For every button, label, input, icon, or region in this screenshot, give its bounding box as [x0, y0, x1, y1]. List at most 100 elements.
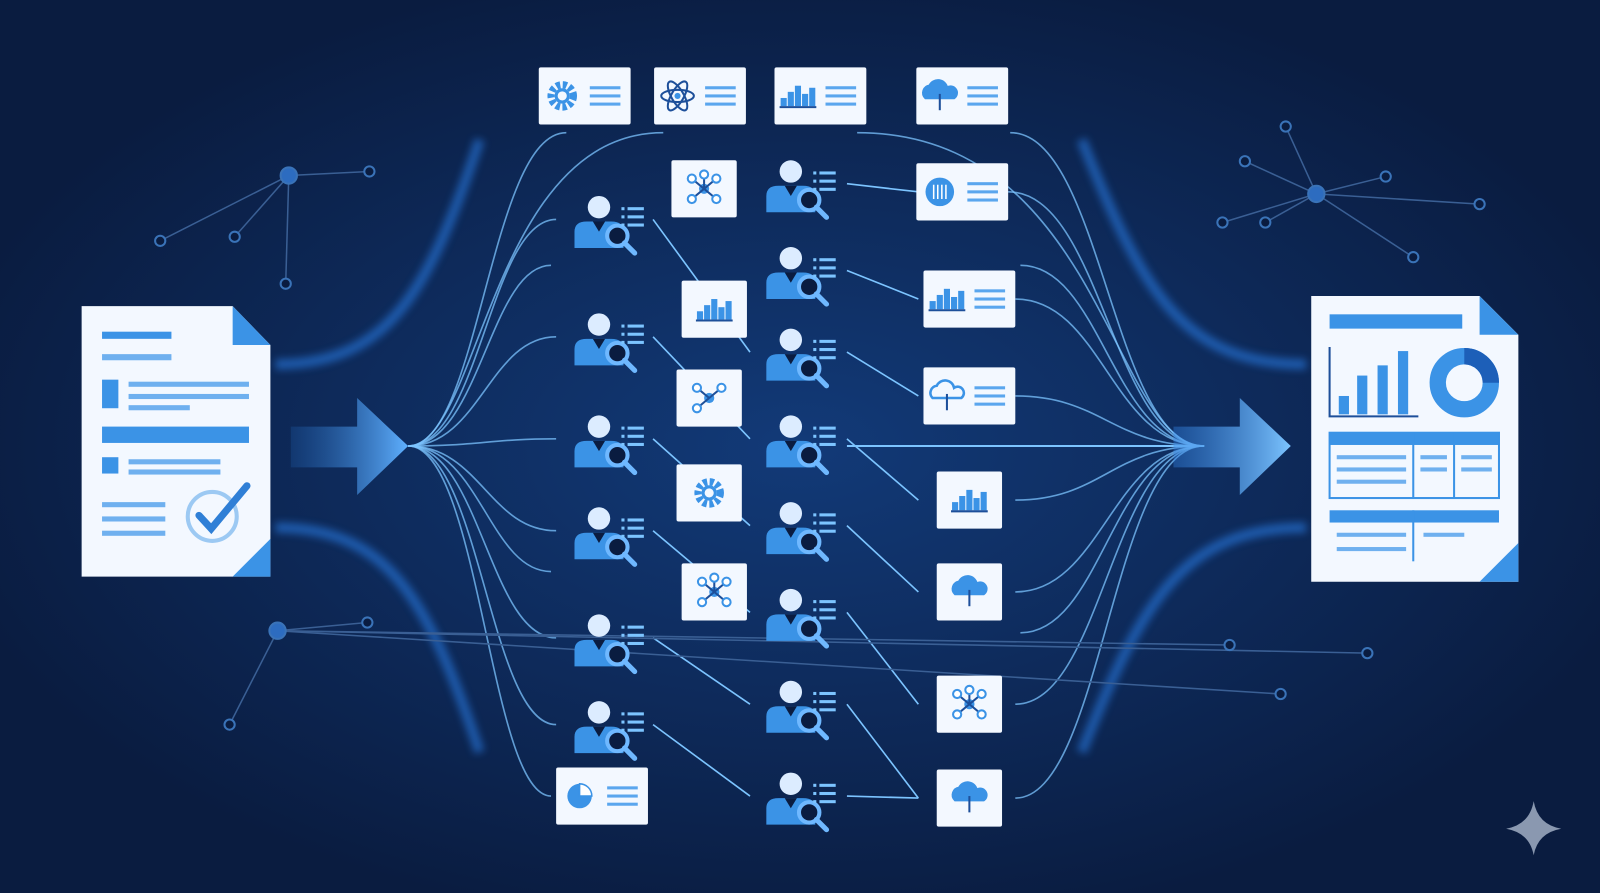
sparkle-icon [1506, 801, 1562, 856]
network-icon [686, 169, 722, 205]
network-node-icon [1379, 170, 1392, 183]
flow-line [857, 131, 1205, 447]
molecule-icon [691, 382, 727, 414]
glow-curve [1076, 137, 1307, 370]
person-search-icon [766, 246, 836, 307]
connector-arrow [846, 611, 920, 705]
buildings-icon [928, 288, 966, 312]
connector-arrow [846, 795, 919, 799]
flow-line [408, 264, 552, 447]
network-node-icon [361, 616, 374, 629]
task-card [916, 163, 1009, 221]
network-node-icon [1407, 251, 1420, 264]
glow-curve [1076, 522, 1307, 755]
connector-arrow [846, 438, 919, 501]
task-card [681, 563, 747, 621]
network-node-icon [1238, 155, 1252, 168]
output-report [1311, 295, 1519, 582]
task-card [936, 471, 1003, 529]
glow-curve [275, 138, 485, 370]
person-search-icon [574, 313, 644, 374]
buildings-icon [779, 85, 817, 109]
buildings-icon [951, 489, 988, 513]
connector-arrow [846, 524, 919, 593]
cloud-network-icon [922, 79, 959, 111]
flow-line [1020, 264, 1205, 447]
task-card [774, 67, 867, 125]
network-node-icon [1361, 647, 1374, 660]
network-node-icon [1274, 687, 1287, 701]
network-node-icon [279, 277, 292, 290]
task-card [654, 67, 746, 125]
flow-line [408, 218, 557, 447]
person-search-icon [766, 328, 836, 389]
data-table [1328, 431, 1500, 562]
flow-line [408, 445, 557, 639]
task-card [923, 270, 1016, 328]
cloud-network-icon [951, 781, 988, 813]
network-node-icon [1223, 638, 1236, 652]
person-search-icon [766, 588, 836, 649]
flow-line [1015, 395, 1205, 447]
bar-chart-icon [1328, 346, 1419, 418]
person-search-icon [766, 415, 836, 476]
network-node-icon [1279, 120, 1292, 133]
flow-line [1015, 445, 1205, 706]
connector-arrow [846, 182, 919, 193]
person-search-icon [766, 680, 836, 741]
person-search-icon [766, 772, 836, 833]
flow-lines [275, 131, 1307, 799]
bar-chart-icon [695, 299, 733, 322]
network-node-icon [1216, 216, 1229, 229]
network-node-icon [228, 230, 241, 243]
cloud-download-icon [929, 379, 966, 411]
flow-line [408, 445, 552, 797]
task-card [556, 767, 648, 825]
flow-line [1015, 298, 1205, 447]
person-search-icon [574, 701, 644, 761]
task-card [916, 67, 1009, 125]
network-node-icon [1259, 216, 1272, 229]
flow-line [1015, 445, 1205, 799]
donut-chart-icon [1429, 348, 1499, 418]
flow-line [408, 131, 664, 447]
task-card [936, 769, 1003, 827]
flow-line [408, 445, 557, 726]
input-arrow-icon [290, 398, 409, 495]
person-search-icon [574, 415, 644, 476]
network-node-icon [279, 166, 298, 185]
flow-line [1020, 445, 1205, 634]
network-node-icon [154, 234, 167, 247]
person-search-icon [574, 614, 644, 675]
pie-chart-icon [567, 783, 593, 809]
input-document [81, 306, 271, 577]
glow-curve [275, 522, 485, 754]
task-card [923, 367, 1016, 425]
network-node-icon [1473, 197, 1486, 211]
person-search-icon [766, 160, 836, 220]
hub-icon [952, 684, 987, 720]
chip-icon [925, 177, 955, 207]
flow-line [408, 335, 557, 447]
output-arrow-icon [1173, 398, 1291, 495]
gear-icon [547, 81, 578, 111]
decorative-network [154, 120, 1486, 731]
person-search-icon [574, 507, 644, 567]
connector-arrow [846, 703, 920, 799]
connector-arrow [652, 723, 751, 797]
gear-icon [694, 478, 724, 508]
flow-line [408, 438, 557, 447]
network-node-icon [223, 718, 236, 731]
flow-line [1015, 445, 1205, 593]
task-card [671, 160, 737, 218]
connector-arrow [652, 637, 751, 705]
connector-arrow [846, 351, 919, 397]
network-icon [696, 572, 732, 608]
cloud-network-icon [951, 575, 988, 607]
flow-line [1015, 445, 1205, 501]
person-search-icon [766, 502, 836, 562]
task-card [538, 67, 631, 125]
flow-line [408, 445, 552, 573]
task-card [676, 369, 742, 427]
